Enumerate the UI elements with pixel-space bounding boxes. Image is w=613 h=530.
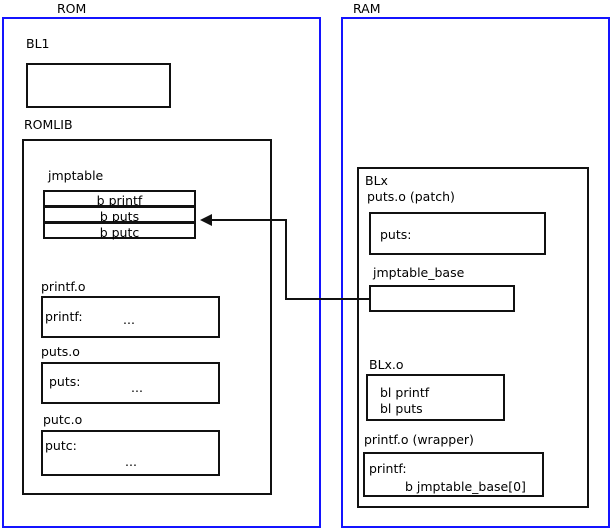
blx-o-label: BLx.o [369,357,404,372]
jmptable-entry-0[interactable]: b printf [43,190,196,207]
blx-o-line1: bl printf [380,385,430,400]
romlib-puts-o-label: puts.o [41,344,80,359]
romlib-puts-body: ... [131,380,143,395]
patch-box: puts: [369,212,546,255]
romlib-printf-symbol: printf: [45,309,83,324]
rom-region-label: ROM [57,1,87,16]
romlib-printf-body: ... [123,312,135,327]
romlib-putc-o-label: putc.o [43,412,83,427]
patch-symbol: puts: [380,227,412,242]
jmptable-entry-2-text: b putc [99,225,140,240]
blx-o-line2: bl puts [380,401,423,416]
jmptable-base-label: jmptable_base [373,265,465,280]
romlib-putc-symbol: putc: [45,438,77,453]
romlib-putc-o-box: putc: ... [41,430,220,476]
wrapper-box: printf: b jmptable_base[0] [363,452,544,497]
romlib-printf-o-label: printf.o [41,279,86,294]
romlib-putc-body: ... [125,454,137,469]
jmptable-entry-2[interactable]: b putc [43,222,196,239]
blx-label: BLx [365,173,388,188]
romlib-label: ROMLIB [24,117,73,132]
blx-o-box: bl printf bl puts [366,374,505,421]
jmptable-label: jmptable [48,168,104,183]
romlib-puts-o-box: puts: ... [41,362,220,404]
wrapper-branch: b jmptable_base[0] [405,479,526,494]
jmptable-entry-1-text: b puts [99,209,140,224]
wrapper-label: printf.o (wrapper) [364,432,474,447]
jmptable-entry-0-text: b printf [96,193,143,208]
patch-label: puts.o (patch) [367,189,455,204]
bl1-label: BL1 [26,36,50,51]
wrapper-symbol: printf: [369,461,407,476]
bl1-box [26,63,171,108]
romlib-puts-symbol: puts: [49,374,81,389]
ram-region-label: RAM [353,1,381,16]
jmptable-base-box [369,285,515,312]
jmptable-entry-1[interactable]: b puts [43,206,196,223]
romlib-printf-o-box: printf: ... [41,296,220,338]
